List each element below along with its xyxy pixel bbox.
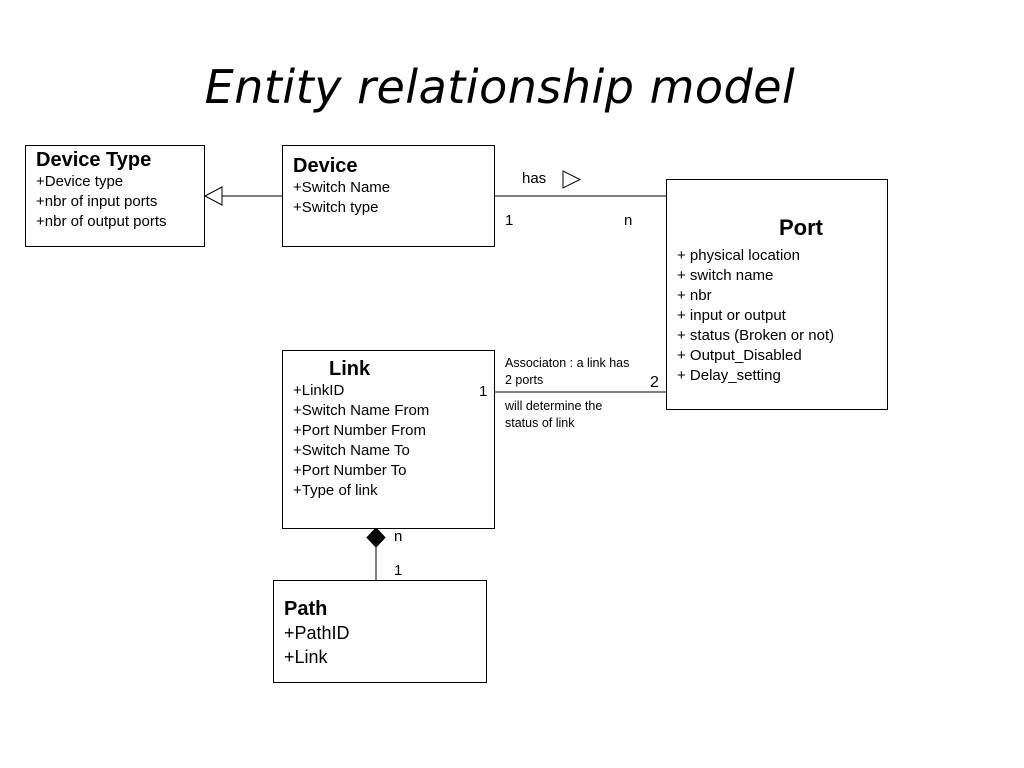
attribute: +Switch type (293, 199, 379, 216)
multiplicity-port: n (624, 212, 633, 229)
association-note: Associaton : a link has 2 ports (505, 356, 630, 387)
status-note: will determine the status of link (505, 399, 603, 430)
attribute: +nbr of input ports (36, 193, 158, 210)
attribute: +nbr of output ports (36, 213, 167, 230)
attribute: + Delay_setting (677, 367, 781, 384)
attribute: +Port Number From (293, 422, 426, 439)
attribute: + status (Broken or not) (677, 327, 835, 344)
entity-path[interactable]: Path +PathID +Link (273, 580, 487, 683)
attribute: +Port Number To (293, 462, 407, 479)
multiplicity-path: 1 (394, 562, 403, 579)
attribute: +PathID (284, 623, 350, 643)
attribute: +Switch Name From (293, 402, 430, 419)
entity-device-type[interactable]: Device Type +Device type +nbr of input p… (25, 145, 205, 247)
attribute: +LinkID (293, 382, 345, 399)
multiplicity-link: 1 (479, 383, 488, 400)
entity-name: Device Type (36, 149, 152, 171)
attribute: + Output_Disabled (677, 347, 802, 364)
generalization-arrowhead (203, 186, 223, 206)
attribute: + nbr (677, 287, 712, 304)
entity-device[interactable]: Device +Switch Name +Switch type (282, 145, 495, 247)
entity-name: Path (284, 598, 328, 620)
attribute: +Switch Name (293, 179, 391, 196)
relation-label-has: has (522, 170, 547, 187)
direction-arrow-icon (562, 170, 582, 189)
multiplicity-link-n: n (394, 528, 403, 545)
composition-diamond-icon (366, 527, 386, 548)
attribute: + input or output (677, 307, 786, 324)
multiplicity-port-2: 2 (650, 374, 659, 391)
attribute: + physical location (677, 247, 800, 264)
entity-name: Device (293, 155, 358, 177)
entity-port[interactable]: Port + physical location + switch name +… (666, 179, 888, 410)
attribute: +Type of link (293, 482, 378, 499)
attribute: +Device type (36, 173, 124, 190)
entity-link[interactable]: Link +LinkID +Switch Name From +Port Num… (282, 350, 495, 529)
entity-name: Port (779, 215, 823, 240)
multiplicity-device: 1 (505, 212, 514, 229)
attribute: + switch name (677, 267, 774, 284)
attribute: +Link (284, 647, 328, 667)
diagram-title: Entity relationship model (204, 60, 796, 114)
entity-name: Link (329, 358, 371, 380)
attribute: +Switch Name To (293, 442, 410, 459)
